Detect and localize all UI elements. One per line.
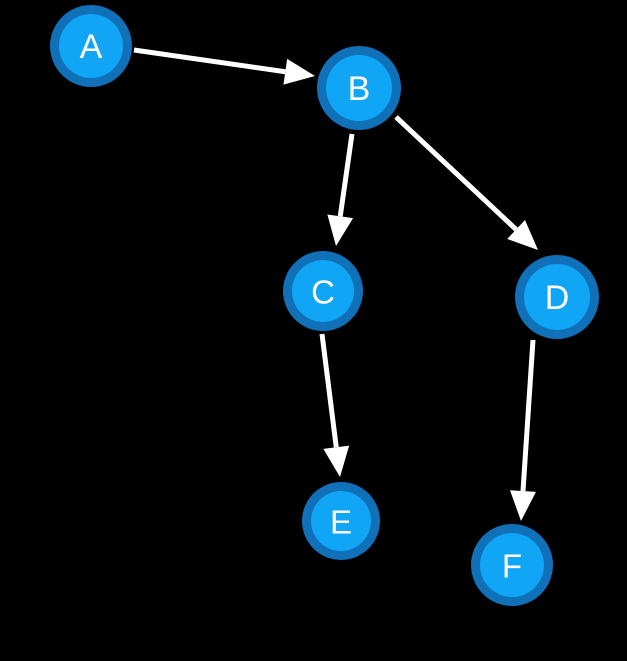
edge-shaft: [133, 47, 286, 75]
graph-node-c[interactable]: C: [283, 251, 363, 331]
node-fill: [326, 55, 392, 121]
node-label: B: [348, 70, 371, 108]
node-fill: [59, 14, 123, 78]
graph-node-d[interactable]: D: [515, 255, 599, 339]
node-label: A: [80, 28, 103, 66]
graph-edge[interactable]: [394, 115, 538, 250]
graph-node-f[interactable]: F: [471, 524, 553, 606]
edge-shaft: [337, 133, 355, 217]
graph-node-b[interactable]: B: [317, 46, 401, 130]
edge-arrowhead-icon: [323, 445, 350, 477]
edge-shaft: [319, 333, 339, 448]
graph-node-e[interactable]: E: [302, 482, 380, 560]
edge-shaft: [520, 339, 536, 492]
node-fill: [480, 533, 544, 597]
graph-edge[interactable]: [319, 333, 350, 477]
graph-edge[interactable]: [327, 133, 355, 246]
node-fill: [292, 260, 354, 322]
edges-layer: [133, 47, 538, 521]
edge-arrowhead-icon: [283, 58, 315, 85]
graph-edge[interactable]: [133, 47, 315, 85]
edge-arrowhead-icon: [327, 214, 354, 246]
edge-arrowhead-icon: [510, 490, 536, 521]
nodes-layer: A B C D E F: [50, 5, 599, 606]
node-label: C: [311, 274, 335, 311]
node-label: F: [502, 548, 522, 585]
graph-edge[interactable]: [510, 339, 536, 521]
node-fill: [524, 264, 590, 330]
edge-shaft: [394, 115, 518, 232]
graph-node-a[interactable]: A: [50, 5, 132, 87]
node-label: D: [545, 279, 570, 317]
node-fill: [311, 491, 371, 551]
node-label: E: [330, 504, 352, 541]
edge-arrowhead-icon: [507, 220, 538, 250]
